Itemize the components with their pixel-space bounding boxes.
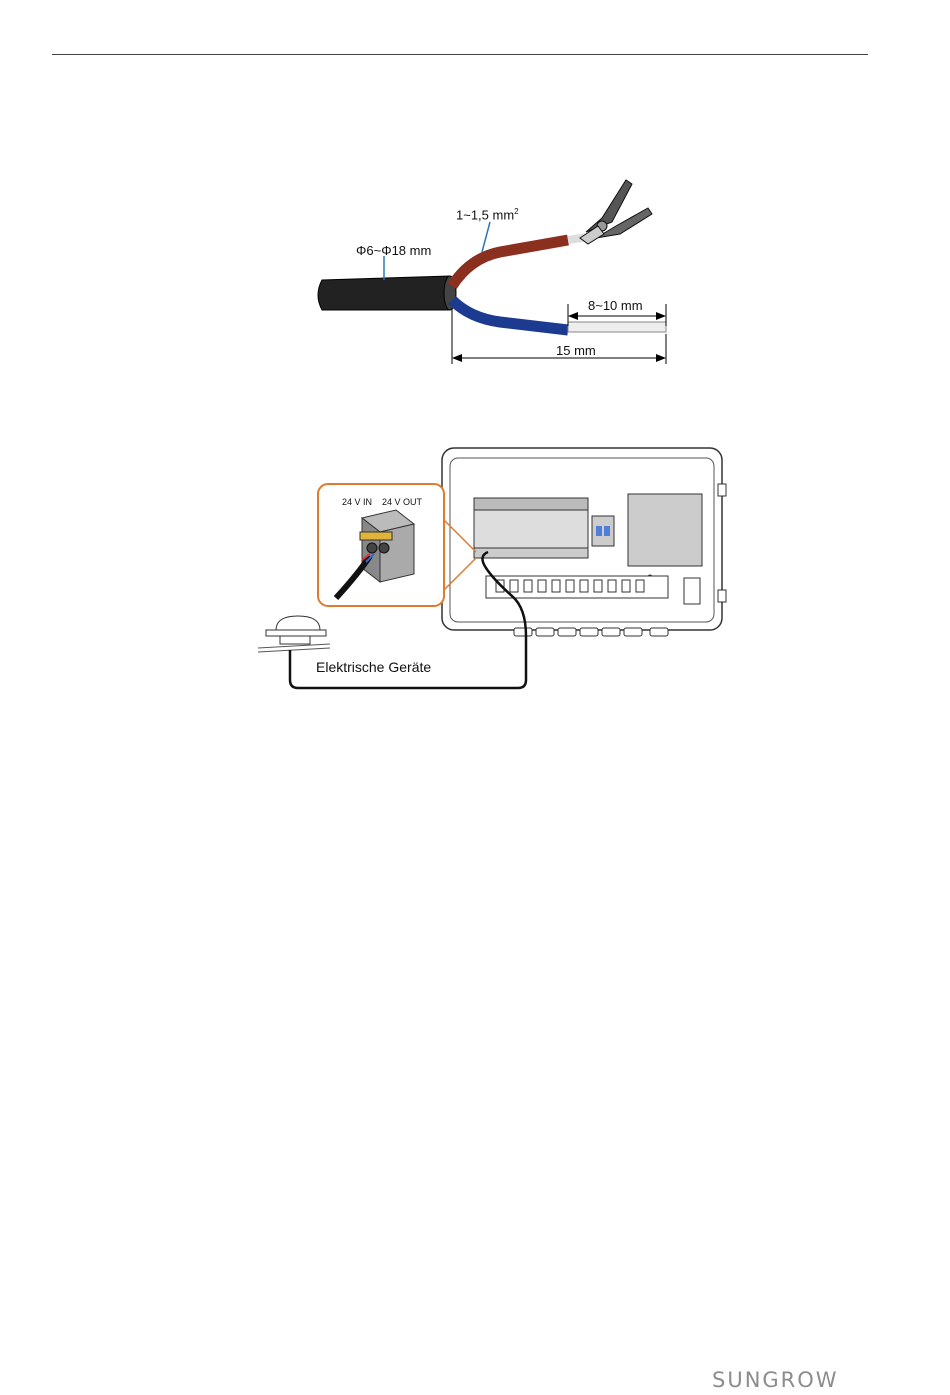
electrical-device-icon: [258, 616, 330, 652]
wiring-diagram: [0, 0, 950, 720]
terminal-in-label: 24 V IN: [342, 497, 372, 507]
terminal-connector-icon: [360, 510, 414, 582]
power-supply: [628, 494, 702, 566]
brand-logo: SUNGROW: [712, 1368, 839, 1392]
device-label: Elektrische Geräte: [316, 659, 431, 675]
terminal-out-label: 24 V OUT: [382, 497, 422, 507]
circuit-breaker: [592, 516, 614, 546]
